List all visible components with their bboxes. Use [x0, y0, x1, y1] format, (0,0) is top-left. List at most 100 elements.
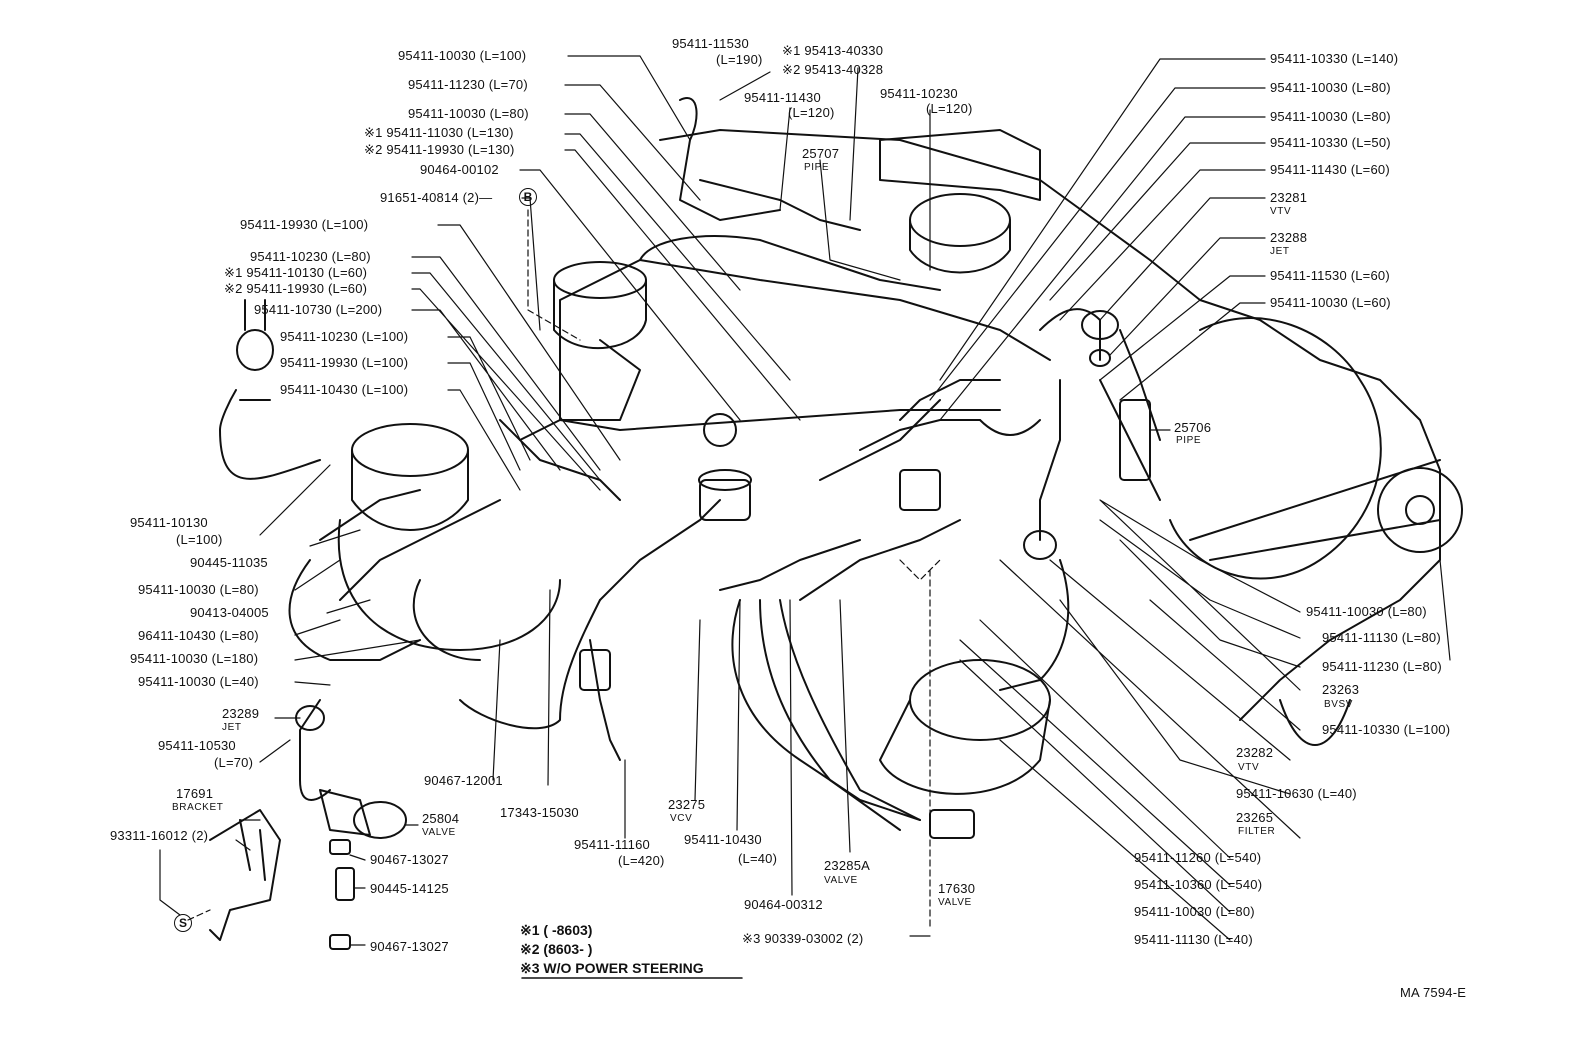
engine-outline	[660, 130, 1440, 720]
label-90467-13027-b: 90467-13027	[370, 939, 449, 954]
label-95411-10230-length: (L=120)	[926, 101, 973, 116]
hose-q	[820, 400, 940, 480]
hose-g	[320, 490, 420, 540]
label-23281-type: VTV	[1270, 206, 1292, 217]
callout-badge-b: B	[519, 188, 537, 206]
label-23275: 23275	[668, 797, 706, 812]
callout-badge-s: S	[174, 914, 192, 932]
vcv-23275	[700, 480, 750, 520]
hose-h	[290, 560, 420, 660]
label-90464-00102: 90464-00102	[420, 162, 499, 177]
label-95411-10230-top: 95411-10230	[880, 86, 958, 101]
label-95411-19930-l130: ※2 95411-19930 (L=130)	[364, 142, 515, 157]
hose-l	[720, 540, 860, 590]
vtv-23282	[1024, 531, 1056, 559]
label-17691-type: BRACKET	[172, 802, 224, 813]
dashed-leaders	[188, 210, 940, 930]
label-95411-11260-l540: 95411-11260 (L=540)	[1134, 850, 1262, 865]
hose-x	[1100, 380, 1160, 500]
label-95411-10330-l140: 95411-10330 (L=140)	[1270, 51, 1399, 66]
label-95411-10030-l180: 95411-10030 (L=180)	[130, 651, 259, 666]
label-95411-11230-l70: 95411-11230 (L=70)	[408, 77, 528, 92]
label-17630-type: VALVE	[938, 897, 972, 908]
label-23265: 23265	[1236, 810, 1274, 825]
label-95411-11030-l130: ※1 95411-11030 (L=130)	[364, 125, 514, 140]
carburetor-top	[352, 424, 468, 476]
hose-r	[860, 420, 980, 450]
air-cleaner-body	[554, 280, 646, 348]
label-95411-10130-l60: ※1 95411-10130 (L=60)	[224, 265, 368, 280]
label-90413-04005: 90413-04005	[190, 605, 269, 620]
bracket-17691	[210, 810, 280, 940]
sensor-left	[237, 330, 273, 370]
hose-p	[800, 520, 960, 600]
hose-o	[780, 600, 920, 820]
hose-j	[460, 600, 600, 728]
hose-z	[300, 700, 330, 800]
label-90464-00312: 90464-00312	[744, 897, 823, 912]
label-23289-type: JET	[222, 722, 242, 733]
label-95413-40328: ※2 95413-40328	[782, 62, 884, 77]
label-95411-10230-l100: 95411-10230 (L=100)	[280, 329, 409, 344]
valve-25804-body	[320, 790, 370, 835]
label-95411-10330-l50: 95411-10330 (L=50)	[1270, 135, 1391, 150]
label-23285a-type: VALVE	[824, 875, 858, 886]
label-17691: 17691	[176, 786, 214, 801]
hose-c	[640, 236, 940, 290]
label-95411-10430-bottom: 95411-10430	[684, 832, 762, 847]
intake-manifold	[560, 260, 1050, 430]
label-95411-10130-length: (L=100)	[176, 532, 223, 547]
legend-note-2: ※2 (8603- )	[520, 941, 593, 957]
hose-y	[1120, 330, 1160, 440]
legend-note-1: ※1 ( -8603)	[520, 922, 593, 938]
label-95411-11230-l80: 95411-11230 (L=80)	[1322, 659, 1442, 674]
bvsv-23263	[900, 470, 940, 510]
tube-90445	[336, 868, 354, 900]
label-95411-11160: 95411-11160	[574, 837, 650, 852]
vcv-23275-top	[699, 470, 751, 490]
hose-f	[220, 390, 320, 479]
alternator-pulley	[1378, 468, 1462, 552]
vtv-23281	[1082, 311, 1118, 339]
vsv-valve	[580, 650, 610, 690]
hose-k	[600, 500, 720, 600]
hose-i	[340, 500, 500, 600]
bracket-17691-inner	[240, 820, 265, 880]
valve-cover	[880, 130, 1040, 200]
hose-u	[1040, 309, 1100, 360]
label-25804-type: VALVE	[422, 827, 456, 838]
label-95411-10430-length: (L=40)	[738, 851, 778, 866]
vacuum-diaphragm	[910, 194, 1010, 246]
pipe-25706	[1120, 400, 1150, 480]
label-25707: 25707	[802, 146, 840, 161]
label-95413-40330: ※1 95413-40330	[782, 43, 884, 58]
label-95411-11430-l60: 95411-11430 (L=60)	[1270, 162, 1390, 177]
label-95411-11530-l60: 95411-11530 (L=60)	[1270, 268, 1390, 283]
jet-23288	[1090, 350, 1110, 366]
valve-25804	[354, 802, 406, 838]
label-90467-13027-a: 90467-13027	[370, 852, 449, 867]
label-25706: 25706	[1174, 420, 1212, 435]
diagram-code: MA 7594-E	[1400, 985, 1467, 1000]
clamp-90467-top	[330, 840, 350, 854]
label-93311-16012: 93311-16012 (2)	[110, 828, 209, 843]
hose-w	[1000, 560, 1068, 690]
label-23275-type: VCV	[670, 813, 693, 824]
label-23265-type: FILTER	[1238, 826, 1276, 837]
label-95411-10030-l80-e: 95411-10030 (L=80)	[1306, 604, 1427, 619]
carburetor-body	[352, 450, 468, 530]
label-95411-10360-l540: 95411-10360 (L=540)	[1134, 877, 1263, 892]
label-23281: 23281	[1270, 190, 1308, 205]
label-95411-19930-l100-a: 95411-19930 (L=100)	[240, 217, 369, 232]
label-95411-10030-l80-a: 95411-10030 (L=80)	[408, 106, 529, 121]
label-90445-11035: 90445-11035	[190, 555, 268, 570]
hose-m	[733, 600, 921, 820]
label-95411-11530: 95411-11530	[672, 36, 749, 51]
hose-aa	[590, 640, 620, 760]
hose-n	[760, 600, 900, 830]
label-23282-type: VTV	[1238, 762, 1260, 773]
valve-17630	[930, 810, 974, 838]
label-23285a: 23285A	[824, 858, 871, 873]
label-95411-10730-l200: 95411-10730 (L=200)	[254, 302, 383, 317]
label-23289: 23289	[222, 706, 260, 721]
